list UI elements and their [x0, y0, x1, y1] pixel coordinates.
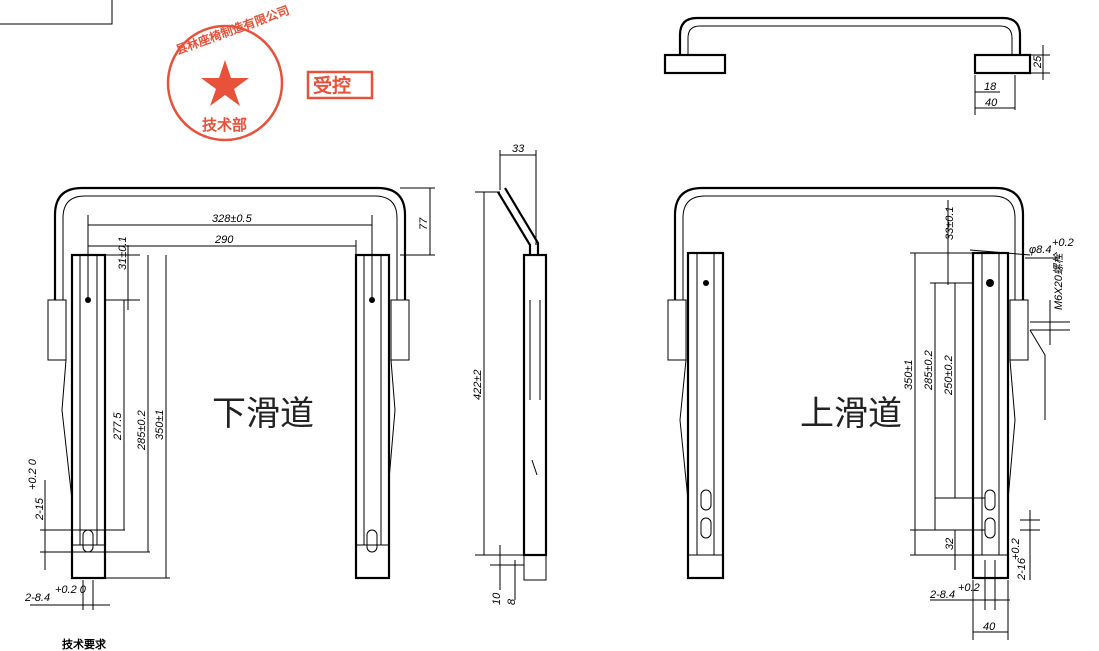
dim-277-5: 277.5	[112, 412, 124, 441]
controlled-stamp: 受控	[306, 70, 374, 100]
dim-32: 32	[944, 538, 956, 550]
top-view: 25 18 40	[663, 16, 1050, 115]
lower-rail-view: 328±0.5 290 77 31±0.1 277.5 285±0.2 350±…	[24, 186, 435, 610]
title-block-corner	[0, 0, 113, 25]
dim-250: 250±0.2	[943, 355, 955, 396]
lower-rail-label: 下滑道	[212, 394, 314, 434]
dim-40-top: 40	[985, 97, 998, 109]
bolt-spec: M6X20螺栓	[1052, 251, 1065, 310]
dim-285-upper: 285±0.2	[923, 350, 935, 391]
dim-25: 25	[1032, 55, 1044, 69]
upper-rail-view: 33±0.1 φ8.4 +0.2 M6X20螺栓 350±1 285±0.2 2…	[667, 186, 1074, 640]
controlled-text: 受控	[313, 74, 351, 97]
dim-328: 328±0.5	[212, 213, 253, 225]
company-seal: 县林座椅制造有限公司 技术部	[166, 2, 291, 142]
upper-rail-label: 上滑道	[800, 394, 902, 434]
dim-285: 285±0.2	[136, 410, 148, 451]
dim-290: 290	[214, 234, 234, 246]
dim-2-16: 2-16	[1016, 557, 1028, 581]
dim-2-15-tol: +0.2 0	[27, 458, 39, 490]
dim-2-8-4-tol: +0.2 0	[55, 584, 87, 596]
seal-department-text: 技术部	[202, 116, 247, 134]
dim-18: 18	[984, 81, 997, 93]
side-view: 33 422±2 10 8	[472, 143, 548, 605]
seal-company-text: 县林座椅制造有限公司	[173, 2, 291, 57]
dim-phi-8-4: φ8.4	[1029, 244, 1051, 256]
dim-31: 31±0.1	[117, 236, 129, 270]
dim-2-8-4: 2-8.4	[24, 592, 50, 604]
technical-requirements-title: 技术要求	[62, 637, 107, 651]
dim-40-upper: 40	[983, 621, 996, 633]
dim-phi-tol: +0.2	[1052, 237, 1074, 249]
dim-33-upper: 33±0.1	[944, 206, 956, 240]
dim-350: 350±1	[154, 409, 166, 440]
dim-77: 77	[418, 217, 430, 230]
dim-10: 10	[491, 592, 503, 605]
dim-350-upper: 350±1	[903, 359, 915, 390]
dim-8: 8	[506, 598, 518, 605]
dim-2-16-tol: +0.2	[1010, 538, 1022, 560]
dim-2-15: 2-15	[34, 497, 46, 521]
dim-2-8-4-upper-tol: +0.2	[958, 582, 980, 594]
dim-2-8-4-upper: 2-8.4	[929, 589, 955, 601]
dim-33-side: 33	[512, 143, 525, 155]
dim-422: 422±2	[472, 369, 484, 400]
